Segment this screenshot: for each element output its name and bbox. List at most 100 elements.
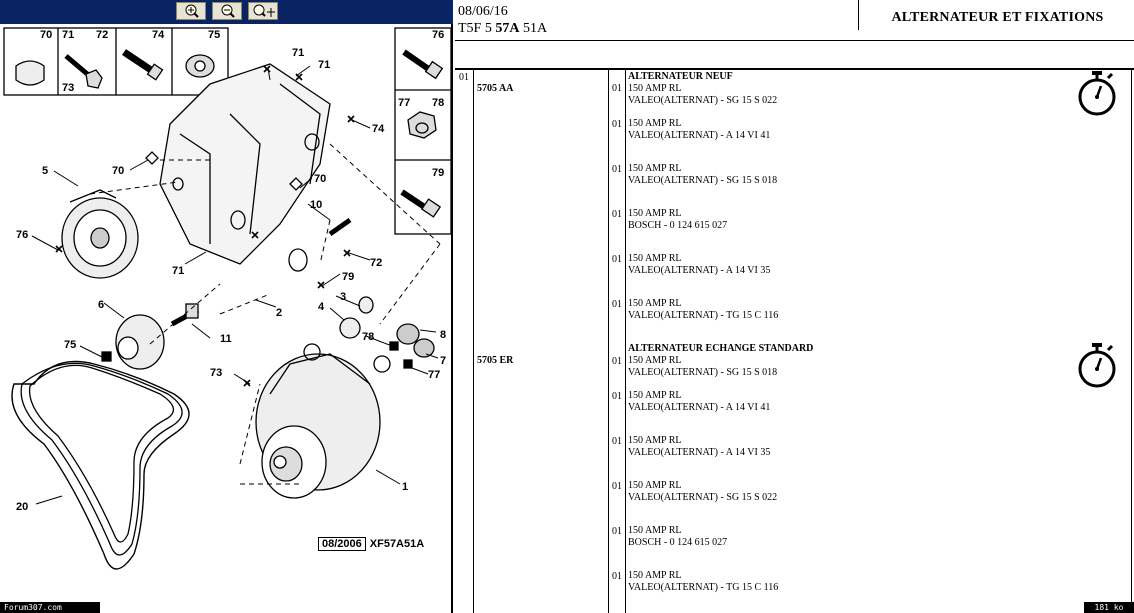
zoom-out-button[interactable] bbox=[212, 2, 242, 20]
parts-list-panel: 08/06/16 T5F 5 57A 51A ALTERNATEUR ET FI… bbox=[455, 0, 1134, 613]
part-spec: 150 AMP RL bbox=[628, 83, 682, 94]
svg-text:71: 71 bbox=[62, 29, 74, 41]
reference-code: XF57A51A bbox=[369, 538, 425, 550]
svg-text:5: 5 bbox=[42, 165, 48, 177]
svg-text:73: 73 bbox=[210, 367, 222, 379]
header-divider bbox=[455, 40, 1134, 41]
part-ref: BOSCH - 0 124 615 027 bbox=[628, 537, 728, 548]
column-divider bbox=[625, 70, 626, 613]
part-code[interactable]: 5705 AA bbox=[477, 83, 514, 94]
svg-text:11: 11 bbox=[220, 333, 232, 345]
svg-text:20: 20 bbox=[16, 501, 28, 513]
svg-text:7: 7 bbox=[440, 355, 446, 367]
header-date: 08/06/16 bbox=[458, 4, 508, 19]
part-spec: 150 AMP RL bbox=[628, 163, 682, 174]
part-ref: VALEO(ALTERNAT) - TG 15 C 116 bbox=[628, 310, 779, 321]
part-spec: 150 AMP RL bbox=[628, 435, 682, 446]
part-ref: VALEO(ALTERNAT) - SG 15 S 022 bbox=[628, 95, 778, 106]
svg-text:79: 79 bbox=[342, 271, 354, 283]
stopwatch-icon[interactable] bbox=[1077, 70, 1117, 116]
part-ref: VALEO(ALTERNAT) - A 14 VI 35 bbox=[628, 447, 771, 458]
part-ref: VALEO(ALTERNAT) - TG 15 C 116 bbox=[628, 582, 779, 593]
svg-text:78: 78 bbox=[362, 331, 374, 343]
part-spec: 150 AMP RL bbox=[628, 480, 682, 491]
zoom-move-icon bbox=[253, 4, 275, 17]
part-ref: VALEO(ALTERNAT) - A 14 VI 41 bbox=[628, 402, 771, 413]
svg-text:8: 8 bbox=[440, 329, 446, 341]
part-ref: VALEO(ALTERNAT) - SG 15 S 018 bbox=[628, 367, 778, 378]
svg-text:70: 70 bbox=[314, 173, 326, 185]
quantity: 01 bbox=[612, 526, 622, 537]
group-title: ALTERNATEUR ECHANGE STANDARD bbox=[628, 343, 813, 355]
part-spec: 150 AMP RL bbox=[628, 298, 682, 309]
svg-text:6: 6 bbox=[98, 299, 104, 311]
stopwatch-icon[interactable] bbox=[1077, 342, 1117, 388]
part-ref: VALEO(ALTERNAT) - SG 15 S 022 bbox=[628, 492, 778, 503]
svg-text:4: 4 bbox=[318, 301, 325, 313]
svg-text:78: 78 bbox=[432, 97, 444, 109]
quantity: 01 bbox=[612, 119, 622, 130]
quantity: 01 bbox=[612, 83, 622, 94]
part-spec: 150 AMP RL bbox=[628, 208, 682, 219]
part-spec: 150 AMP RL bbox=[628, 253, 682, 264]
column-divider bbox=[608, 70, 609, 613]
svg-text:2: 2 bbox=[276, 307, 282, 319]
zoom-out-icon bbox=[221, 4, 235, 18]
svg-text:74: 74 bbox=[372, 123, 385, 135]
svg-text:76: 76 bbox=[432, 29, 444, 41]
file-size: 181 ko bbox=[1084, 602, 1134, 613]
part-ref: BOSCH - 0 124 615 027 bbox=[628, 220, 728, 231]
svg-text:76: 76 bbox=[16, 229, 28, 241]
svg-text:71: 71 bbox=[172, 265, 184, 277]
zoom-move-button[interactable] bbox=[248, 2, 278, 20]
group-title-text: ALTERNATEUR NEUF bbox=[628, 71, 733, 82]
forum-watermark: Forum307.com bbox=[0, 602, 100, 613]
code-bold: 57A bbox=[495, 21, 520, 36]
svg-text:70: 70 bbox=[40, 29, 52, 41]
svg-text:3: 3 bbox=[340, 291, 346, 303]
svg-text:72: 72 bbox=[96, 29, 108, 41]
quantity: 01 bbox=[612, 481, 622, 492]
zoom-in-button[interactable] bbox=[176, 2, 206, 20]
zoom-in-icon bbox=[185, 4, 199, 18]
part-ref: VALEO(ALTERNAT) - SG 15 S 018 bbox=[628, 175, 778, 186]
svg-text:72: 72 bbox=[370, 257, 382, 269]
part-spec: 150 AMP RL bbox=[628, 118, 682, 129]
zoom-toolbar bbox=[0, 0, 453, 24]
svg-text:70: 70 bbox=[112, 165, 124, 177]
svg-text:75: 75 bbox=[208, 29, 220, 41]
group-title: ALTERNATEUR NEUF bbox=[628, 71, 733, 83]
quantity: 01 bbox=[612, 209, 622, 220]
quantity: 01 bbox=[612, 356, 622, 367]
part-code[interactable]: 5705 ER bbox=[477, 355, 514, 366]
group-title-text: ALTERNATEUR ECHANGE STANDARD bbox=[628, 343, 814, 354]
svg-text:1: 1 bbox=[402, 481, 408, 493]
quantity: 01 bbox=[612, 436, 622, 447]
svg-text:75: 75 bbox=[64, 339, 76, 351]
svg-text:71: 71 bbox=[318, 59, 330, 71]
part-spec: 150 AMP RL bbox=[628, 570, 682, 581]
part-spec: 150 AMP RL bbox=[628, 525, 682, 536]
svg-text:77: 77 bbox=[398, 97, 410, 109]
header-vehicle-code: T5F 5 57A 51A bbox=[458, 21, 547, 37]
part-ref: VALEO(ALTERNAT) - A 14 VI 35 bbox=[628, 265, 771, 276]
table-top-divider bbox=[455, 68, 1134, 70]
column-divider bbox=[473, 70, 474, 613]
code-suffix: 51A bbox=[519, 21, 548, 36]
quantity: 01 bbox=[612, 391, 622, 402]
